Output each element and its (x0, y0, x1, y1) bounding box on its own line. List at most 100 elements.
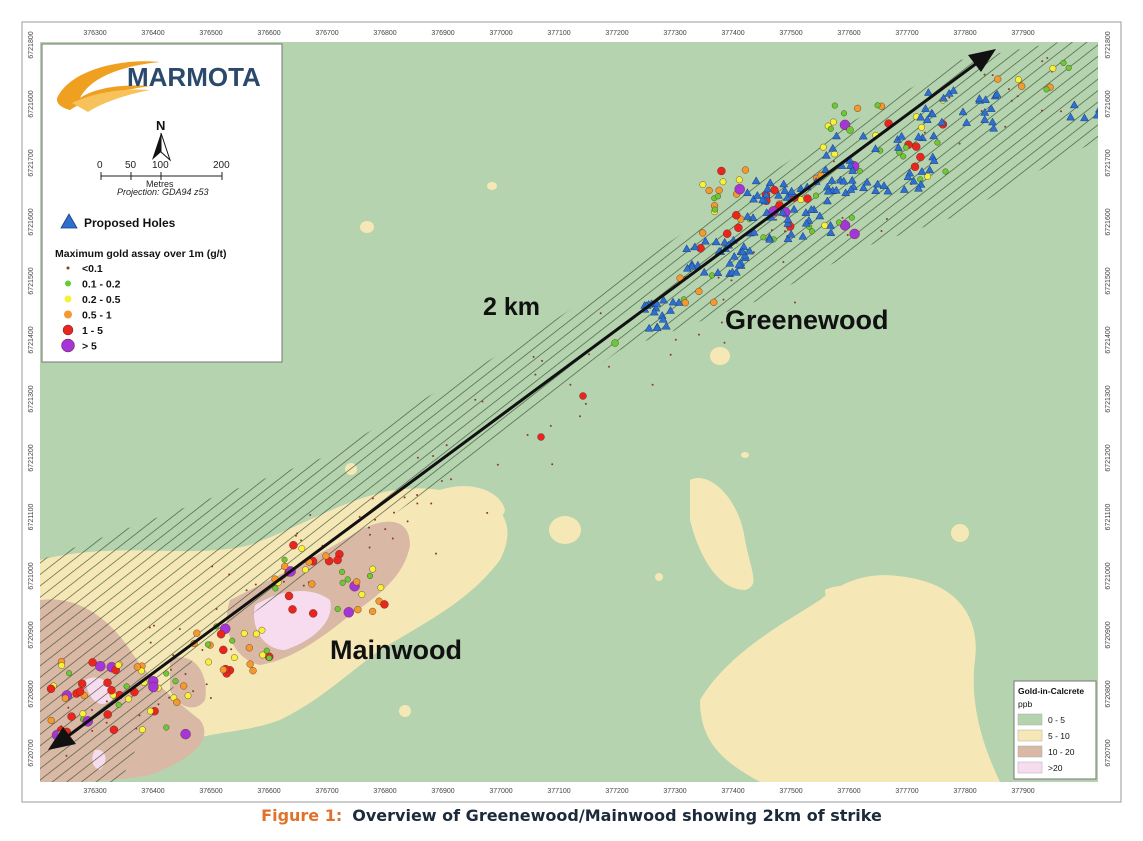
low-assay-point (172, 654, 175, 657)
assay-point (918, 123, 925, 131)
easting-label: 377300 (663, 30, 686, 37)
assay-point (695, 287, 703, 296)
easting-label: 377700 (895, 30, 918, 37)
assay-point (849, 228, 860, 240)
assay-point (1060, 59, 1067, 66)
low-assay-point (148, 626, 151, 629)
proposed-hole (914, 132, 923, 141)
assay-legend-symbol (62, 324, 74, 336)
easting-label: 377400 (721, 788, 744, 795)
proposed-hole (806, 204, 816, 213)
low-assay-point (669, 353, 672, 356)
proposed-hole (826, 220, 835, 229)
low-assay-point (309, 514, 312, 516)
easting-label: 376400 (141, 788, 164, 795)
proposed-hole (745, 246, 755, 255)
easting-label: 377900 (1011, 788, 1034, 795)
proposed-hole (1080, 113, 1089, 122)
low-assay-point (184, 673, 187, 675)
proposed-hole (687, 261, 697, 270)
proposed-hole (801, 218, 811, 227)
assay-point (836, 219, 843, 226)
proposed-hole (903, 172, 913, 181)
assay-point (537, 433, 545, 441)
proposed-hole (783, 214, 793, 223)
assay-point (272, 585, 279, 592)
assay-point (79, 710, 87, 718)
assay-point (123, 683, 130, 690)
assay-point (934, 139, 941, 146)
assay-point (831, 150, 838, 158)
proposed-hole (725, 258, 735, 267)
proposed-hole (780, 186, 790, 194)
low-assay-point (157, 703, 160, 706)
proposed-hole (787, 186, 797, 195)
easting-label: 377800 (953, 30, 976, 37)
low-assay-point (588, 353, 590, 356)
low-assay-point (138, 714, 141, 717)
marmota-logo: MARMOTA (56, 61, 261, 112)
low-assay-point (551, 463, 554, 466)
low-assay-point (384, 528, 387, 531)
proposed-hole (921, 104, 930, 112)
proposed-hole (916, 112, 926, 121)
low-assay-point (358, 515, 361, 518)
assay-point (369, 607, 377, 616)
low-assay-point (569, 383, 572, 386)
figure-number: Figure 1: (261, 806, 343, 825)
low-assay-point (302, 584, 305, 587)
assay-point (353, 578, 361, 586)
assay-point (942, 168, 949, 175)
low-assay-point (1041, 60, 1044, 63)
low-assay-point (67, 706, 70, 709)
scale-bar: 0 50 100 200 Metres Projection: GDA94 z5… (97, 160, 230, 197)
assay-point (903, 144, 910, 151)
low-assay-point (91, 709, 93, 711)
low-assay-point (1060, 110, 1062, 113)
assay-point (289, 541, 298, 550)
low-assay-point (295, 534, 297, 537)
assay-point (216, 630, 226, 639)
assay-point (180, 682, 188, 690)
low-assay-point (794, 301, 796, 304)
proposed-hole (992, 89, 1002, 98)
assay-point (732, 210, 741, 220)
proposed-hole (871, 186, 881, 194)
assay-point (369, 565, 377, 573)
proposed-hole (661, 321, 671, 330)
proposed-hole (923, 87, 933, 96)
assay-point (797, 196, 805, 204)
low-assay-point (832, 160, 835, 163)
easting-label: 377500 (779, 30, 802, 37)
low-assay-point (958, 142, 961, 145)
low-assay-point (651, 383, 654, 386)
easting-label: 377100 (547, 788, 570, 795)
assay-point (263, 647, 270, 654)
proposed-hole (914, 183, 923, 192)
assay-point (133, 663, 142, 671)
northing-label: 6721700 (1105, 149, 1112, 176)
calcrete-legend-swatch (1017, 729, 1043, 742)
calcrete-legend-title: Gold-in-Calcrete (1018, 686, 1084, 696)
low-assay-point (991, 74, 994, 77)
low-assay-point (215, 608, 218, 610)
proposed-hole (862, 177, 872, 186)
easting-label: 376600 (257, 788, 280, 795)
assay-legend-label: 0.5 - 1 (82, 310, 112, 322)
easting-label: 377800 (953, 788, 976, 795)
proposed-hole (848, 166, 858, 174)
assay-point (66, 670, 73, 677)
low-assay-point (368, 526, 370, 529)
low-assay-point (296, 532, 299, 535)
proposed-hole (798, 231, 808, 240)
northing-label: 6721600 (1105, 90, 1112, 117)
assay-point (741, 166, 750, 174)
calcrete-legend-swatch (1017, 761, 1043, 774)
low-assay-point (168, 696, 171, 699)
figure-caption-text: Overview of Greenewood/Mainwood showing … (352, 806, 882, 825)
proposed-hole (871, 144, 880, 153)
assay-point (1018, 82, 1026, 90)
northing-label: 6721100 (28, 504, 35, 531)
assay-point (339, 579, 346, 586)
assay-point (874, 102, 881, 109)
